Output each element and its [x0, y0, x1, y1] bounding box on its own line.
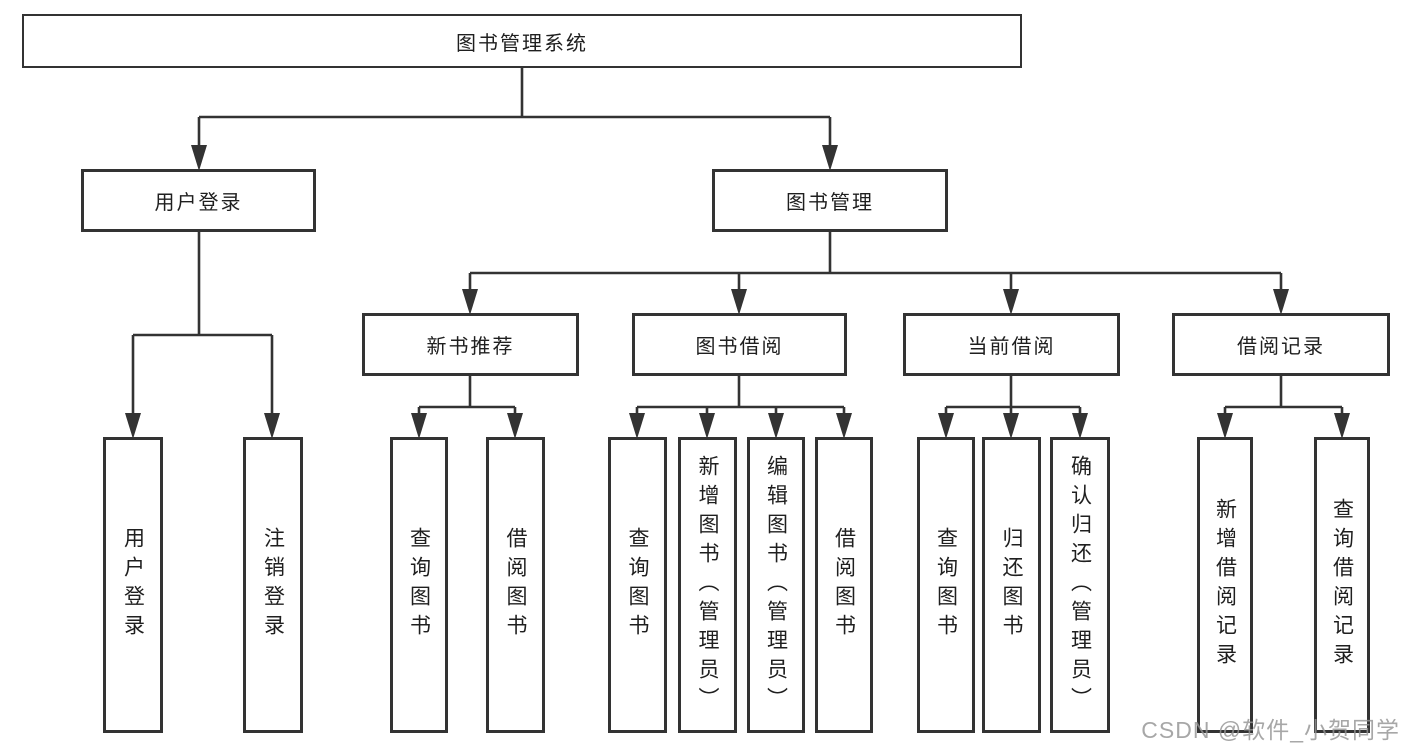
leaf-user-login-label: 用户登录	[121, 527, 145, 643]
leaf-confirm-return-admin: 确认归还（管理员）	[1050, 437, 1110, 733]
leaf-recommend-query-books-label: 查询图书	[407, 527, 431, 643]
leaf-logout-label: 注销登录	[261, 527, 285, 643]
leaf-confirm-return-admin-label: 确认归还（管理员）	[1068, 454, 1092, 716]
csdn-watermark: CSDN @软件_小贺同学	[1141, 717, 1400, 743]
node-book-borrow: 图书借阅	[632, 313, 847, 376]
leaf-return-books-label: 归还图书	[1000, 527, 1023, 643]
leaf-recommend-query-books: 查询图书	[390, 437, 448, 733]
leaf-add-books-admin: 新增图书（管理员）	[678, 437, 737, 733]
node-user-login-label: 用户登录	[154, 192, 243, 214]
leaf-add-books-admin-label: 新增图书（管理员）	[696, 454, 719, 716]
leaf-logout: 注销登录	[243, 437, 303, 733]
leaf-borrow-query-books-label: 查询图书	[626, 527, 649, 643]
leaf-add-borrow-record: 新增借阅记录	[1197, 437, 1253, 733]
leaf-edit-books-admin: 编辑图书（管理员）	[747, 437, 805, 733]
leaf-borrow-query-books: 查询图书	[608, 437, 667, 733]
leaf-current-query-books-label: 查询图书	[934, 527, 958, 643]
leaf-return-books: 归还图书	[982, 437, 1041, 733]
node-new-book-recommend: 新书推荐	[362, 313, 579, 376]
node-library-system-label: 图书管理系统	[456, 32, 588, 55]
node-library-system: 图书管理系统	[22, 14, 1022, 68]
leaf-user-login: 用户登录	[103, 437, 163, 733]
leaf-recommend-borrow-books-label: 借阅图书	[504, 527, 527, 643]
node-book-management: 图书管理	[712, 169, 948, 232]
leaf-query-borrow-record: 查询借阅记录	[1314, 437, 1370, 733]
node-current-borrow: 当前借阅	[903, 313, 1120, 376]
leaf-query-borrow-record-label: 查询借阅记录	[1330, 498, 1354, 672]
leaf-recommend-borrow-books: 借阅图书	[486, 437, 545, 733]
node-borrow-records-label: 借阅记录	[1237, 336, 1325, 358]
node-borrow-records: 借阅记录	[1172, 313, 1390, 376]
leaf-current-query-books: 查询图书	[917, 437, 975, 733]
leaf-edit-books-admin-label: 编辑图书（管理员）	[764, 454, 788, 716]
node-new-book-recommend-label: 新书推荐	[426, 336, 515, 358]
leaf-borrow-books-label: 借阅图书	[832, 527, 856, 643]
leaf-add-borrow-record-label: 新增借阅记录	[1213, 498, 1237, 672]
node-current-borrow-label: 当前借阅	[967, 336, 1056, 358]
node-book-management-label: 图书管理	[786, 192, 874, 214]
node-book-borrow-label: 图书借阅	[695, 336, 784, 358]
leaf-borrow-books: 借阅图书	[815, 437, 873, 733]
node-user-login: 用户登录	[81, 169, 316, 232]
